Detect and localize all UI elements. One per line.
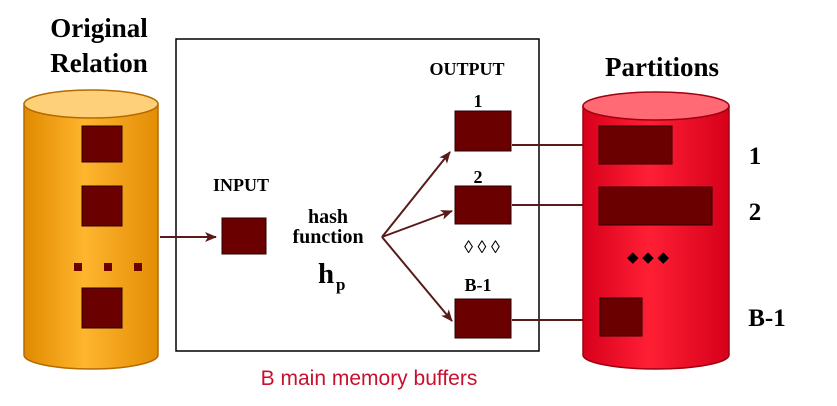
relation-ellipsis-dot bbox=[74, 263, 82, 271]
relation-page-block bbox=[81, 185, 123, 227]
partition-b1-block bbox=[599, 297, 643, 337]
original-relation-title-line1: Original bbox=[50, 13, 148, 43]
hash-function-subscript: p bbox=[336, 275, 345, 294]
relation-page-block bbox=[81, 125, 123, 163]
output-buffer-1-label: 1 bbox=[474, 91, 483, 111]
output-buffer-1 bbox=[454, 110, 512, 152]
partition-label-b1: B-1 bbox=[748, 305, 786, 332]
hash-to-buffer-1-arrow bbox=[381, 151, 451, 238]
relation-page-block bbox=[81, 287, 123, 329]
partition-2-block bbox=[598, 186, 713, 226]
original-relation-cylinder bbox=[23, 89, 159, 370]
output-buffer-2 bbox=[454, 185, 512, 225]
hash-function-label-line2: function bbox=[292, 226, 363, 248]
partition-1-block bbox=[598, 125, 673, 165]
hash-to-buffer-b1-arrow bbox=[381, 236, 453, 322]
partition-ellipsis: ◆ ◆ ◆ bbox=[627, 250, 670, 266]
partitions-title: Partitions bbox=[605, 52, 719, 82]
relation-ellipsis-dot bbox=[104, 263, 112, 271]
output-buffer-b1-label: B-1 bbox=[465, 275, 492, 295]
output-label: OUTPUT bbox=[429, 59, 504, 79]
input-buffer bbox=[221, 217, 267, 255]
partition-label-1: 1 bbox=[749, 143, 762, 170]
main-memory-caption: B main memory buffers bbox=[261, 367, 478, 390]
relation-ellipsis-dot bbox=[134, 263, 142, 271]
main-memory-box bbox=[175, 38, 540, 352]
partitions-cylinder: ◆ ◆ ◆ bbox=[582, 91, 730, 370]
hash-to-buffer-2-arrow bbox=[381, 210, 453, 238]
partition-label-2: 2 bbox=[749, 199, 762, 226]
input-label: INPUT bbox=[213, 175, 269, 195]
hash-function-symbol: h bbox=[318, 258, 334, 290]
original-relation-title-line2: Relation bbox=[50, 48, 148, 78]
output-buffer-2-label: 2 bbox=[474, 167, 483, 187]
hash-function-label-line1: hash bbox=[308, 206, 348, 228]
output-buffer-ellipsis: ◊ ◊ ◊ bbox=[464, 237, 500, 257]
output-buffer-b1 bbox=[454, 298, 512, 339]
